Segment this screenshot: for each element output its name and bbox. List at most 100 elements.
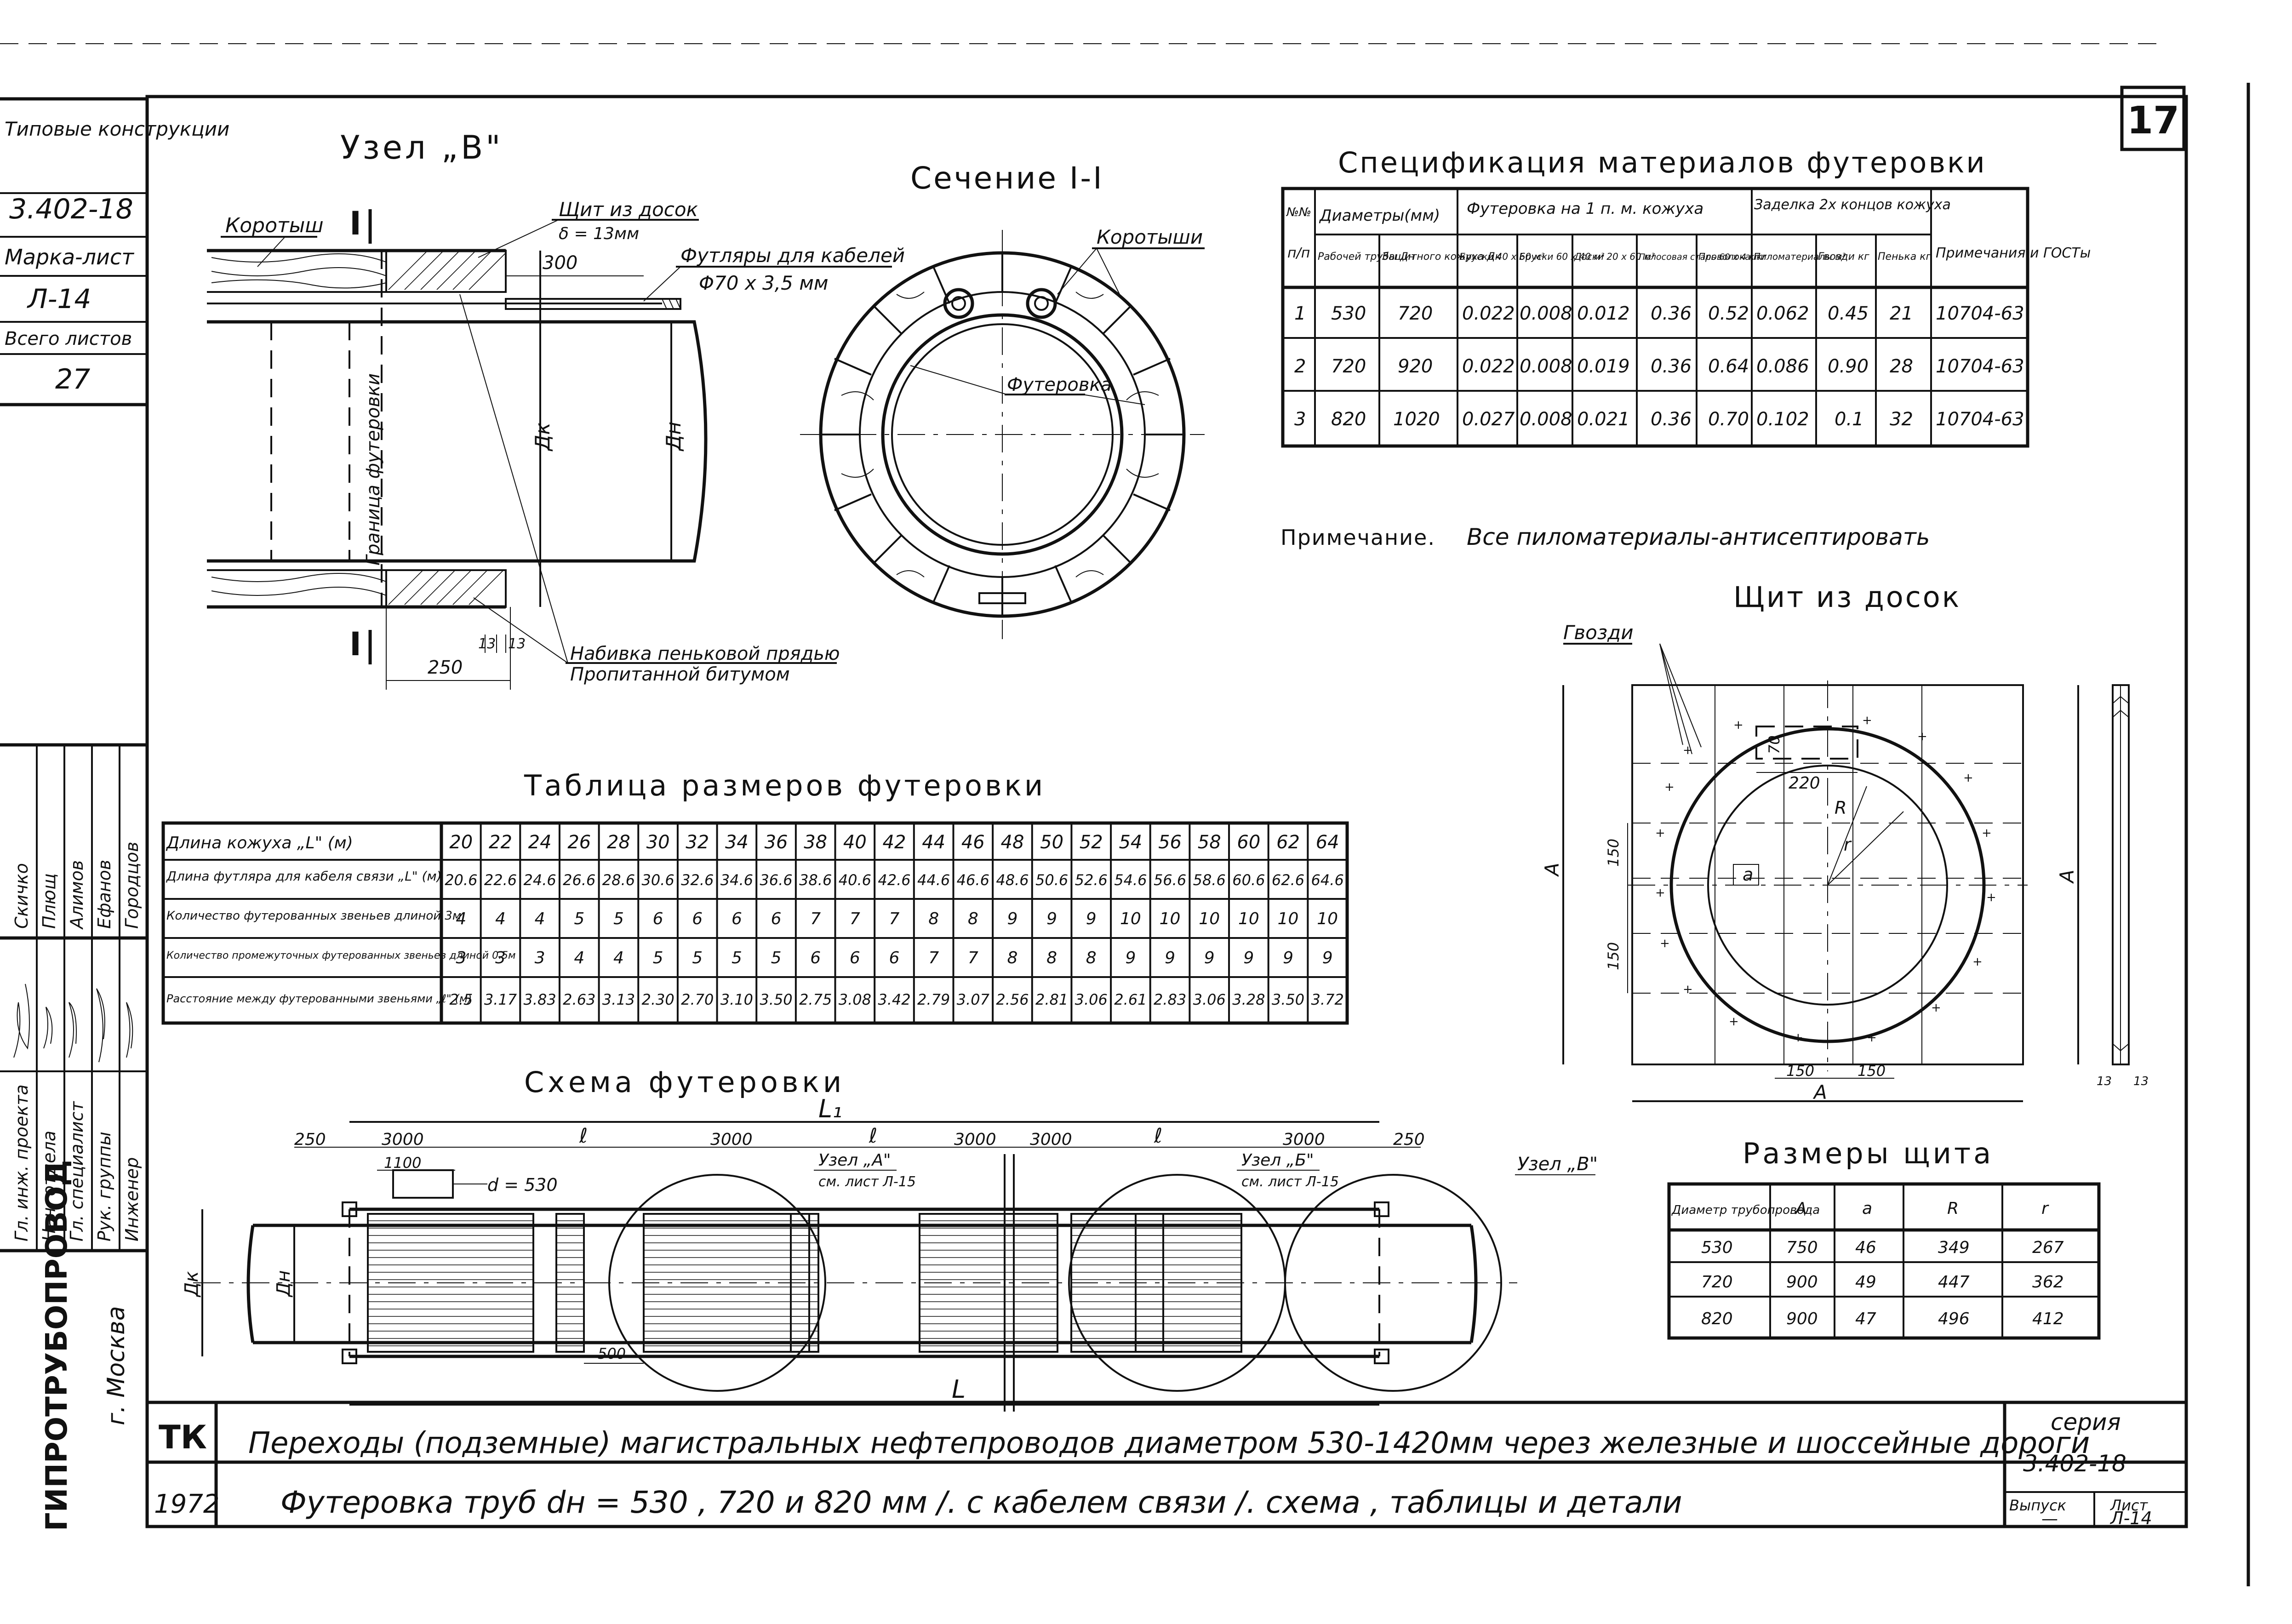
spec-sub-5: Полосовая сталь 60 x 4 кг [1639, 252, 1760, 262]
lining-cell: 3 [535, 949, 545, 967]
role-dept-head: Нач. отдела [39, 1131, 59, 1241]
lining-cell: 40.6 [839, 871, 871, 889]
scheme-node-b6: Узел „Б" [1241, 1151, 1314, 1170]
scheme-node-v: Узел „В" [1517, 1154, 1598, 1175]
lining-cell: 2.30 [641, 991, 674, 1008]
sizes-cell: 412 [2032, 1309, 2064, 1328]
node-b-detail: Узел „В" I I [207, 129, 905, 690]
scheme-dk: Дк [181, 1271, 202, 1298]
lining-cell: 9 [1007, 909, 1018, 928]
spec-cell: 1 [1294, 303, 1306, 324]
svg-text:+: + [1655, 826, 1665, 840]
label-shield: Щит из досок [559, 198, 698, 221]
lining-cell: 52 [1080, 832, 1103, 853]
scheme-dn: Дн [273, 1270, 294, 1298]
lining-cell: 3.13 [602, 991, 635, 1008]
spec-cell: 3 [1294, 409, 1306, 430]
lining-cell: 30 [646, 832, 670, 853]
spec-cell: 1020 [1393, 409, 1440, 430]
lining-cell: 60.6 [1232, 871, 1265, 889]
scheme-3000-d: 3000 [1030, 1130, 1072, 1149]
sizes-cell: 49 [1855, 1273, 1876, 1292]
sizes-head-2: a [1862, 1199, 1872, 1218]
lining-row-label: Расстояние между футерованными звеньями … [166, 992, 472, 1005]
stamp-total-value: 27 [55, 363, 90, 395]
scheme-d530: d = 530 [487, 1175, 558, 1195]
stamp-mark-value: Л-14 [27, 283, 91, 315]
title-year: 1972 [154, 1489, 220, 1519]
dim-150-c: 150 [1786, 1062, 1814, 1080]
series-value: 3.402-18 [2023, 1450, 2126, 1477]
lining-cell: 6 [850, 949, 860, 967]
lining-cell: 44.6 [917, 871, 950, 889]
title-line-1: Переходы (подземные) магистральных нефте… [248, 1426, 2090, 1460]
lining-cell: 44 [922, 832, 945, 853]
lining-cell: 42 [883, 832, 906, 853]
lining-cell: 42.6 [878, 871, 910, 889]
svg-text:+: + [1982, 826, 1992, 840]
lining-cell: 9 [1322, 949, 1333, 967]
lining-cell: 60 [1237, 832, 1260, 853]
scheme-500: 500 [598, 1345, 626, 1362]
spec-cell: 0.36 [1651, 356, 1692, 377]
scheme-3000-c: 3000 [954, 1130, 996, 1149]
lining-cell: 38 [804, 832, 827, 853]
dim-13b: 13 [508, 636, 526, 652]
org-city: г. Москва [103, 1306, 130, 1425]
shield-view: Щит из досок +++ +++ +++ +++ +++ ++ [1541, 580, 2149, 1104]
label-dn: Дн [662, 422, 686, 452]
lining-cell: 46 [961, 832, 985, 853]
lining-cell: 46.6 [957, 871, 989, 889]
lining-cell: 2.63 [563, 991, 595, 1008]
shield-hatch [388, 250, 506, 605]
scheme-ell-c: ℓ [1154, 1124, 1162, 1148]
lining-cell: 50 [1040, 832, 1063, 853]
stamp-total: Всего листов [5, 328, 132, 349]
lining-cell: 9 [1046, 909, 1057, 928]
dim-70: 70 [1766, 735, 1783, 754]
lining-cell: 6 [810, 949, 821, 967]
spec-cell: 530 [1331, 303, 1366, 324]
lining-cell: 8 [968, 909, 978, 928]
lining-cell: 5 [692, 949, 703, 967]
sizes-cell: 349 [1938, 1238, 1970, 1257]
spec-sub-7: Пиломатериалы м³ [1754, 251, 1846, 262]
dim-150-d: 150 [1858, 1062, 1886, 1080]
sizes-cell: 720 [1701, 1273, 1733, 1292]
lining-scheme: Схема футеровки d = 530 L₁ 250 250 [181, 1065, 1598, 1412]
cable-sleeve-right [1026, 288, 1057, 319]
scheme-3000-a: 3000 [382, 1130, 424, 1149]
spec-cell: 0.022 [1462, 356, 1515, 377]
label-shield-thickness: δ = 13мм [559, 224, 639, 243]
stamp-typical: Типовые конструкции [5, 118, 229, 140]
lining-row-label: Длина футляра для кабеля связи „L" (м) [166, 869, 442, 884]
role-chief-engineer: Гл. инж. проекта [11, 1084, 32, 1241]
spec-sub-8: Гвозди кг [1818, 251, 1869, 263]
sizes-cell: 900 [1786, 1309, 1818, 1328]
lining-cell: 6 [732, 909, 742, 928]
scheme-node-a: Узел „А" [818, 1151, 891, 1170]
note-label: Примечание. [1280, 525, 1435, 550]
spec-head-num: №№ [1286, 206, 1311, 219]
dim-A-bottom: A [1812, 1081, 1827, 1104]
lining-cell: 40 [843, 832, 867, 853]
spec-cell: 0.027 [1462, 409, 1515, 430]
section-title: Сечение I-I [910, 160, 1104, 196]
spec-cell: 0.1 [1835, 409, 1864, 430]
svg-text:+: + [1963, 771, 1973, 785]
sizes-title: Размеры щита [1743, 1137, 1994, 1170]
lining-cell: 8 [1046, 949, 1057, 967]
lining-cell: 2.81 [1035, 991, 1068, 1008]
svg-text:+: + [1683, 983, 1693, 996]
note-text: Все пиломатериалы-антисептировать [1467, 524, 1930, 550]
lining-cell: 9 [1125, 949, 1136, 967]
scheme-L: L [952, 1375, 966, 1404]
label-lining: Футеровка [1007, 374, 1112, 395]
lining-cell: 2.5 [449, 991, 473, 1008]
lining-row-label: Количество футерованных звеньев длиной 3… [166, 909, 462, 923]
lining-cell: 10 [1317, 909, 1338, 928]
lining-cell: 22.6 [484, 871, 517, 889]
wood-grain [211, 253, 387, 596]
svg-text:+: + [1972, 955, 1983, 969]
spec-cell: 0.45 [1828, 303, 1869, 324]
